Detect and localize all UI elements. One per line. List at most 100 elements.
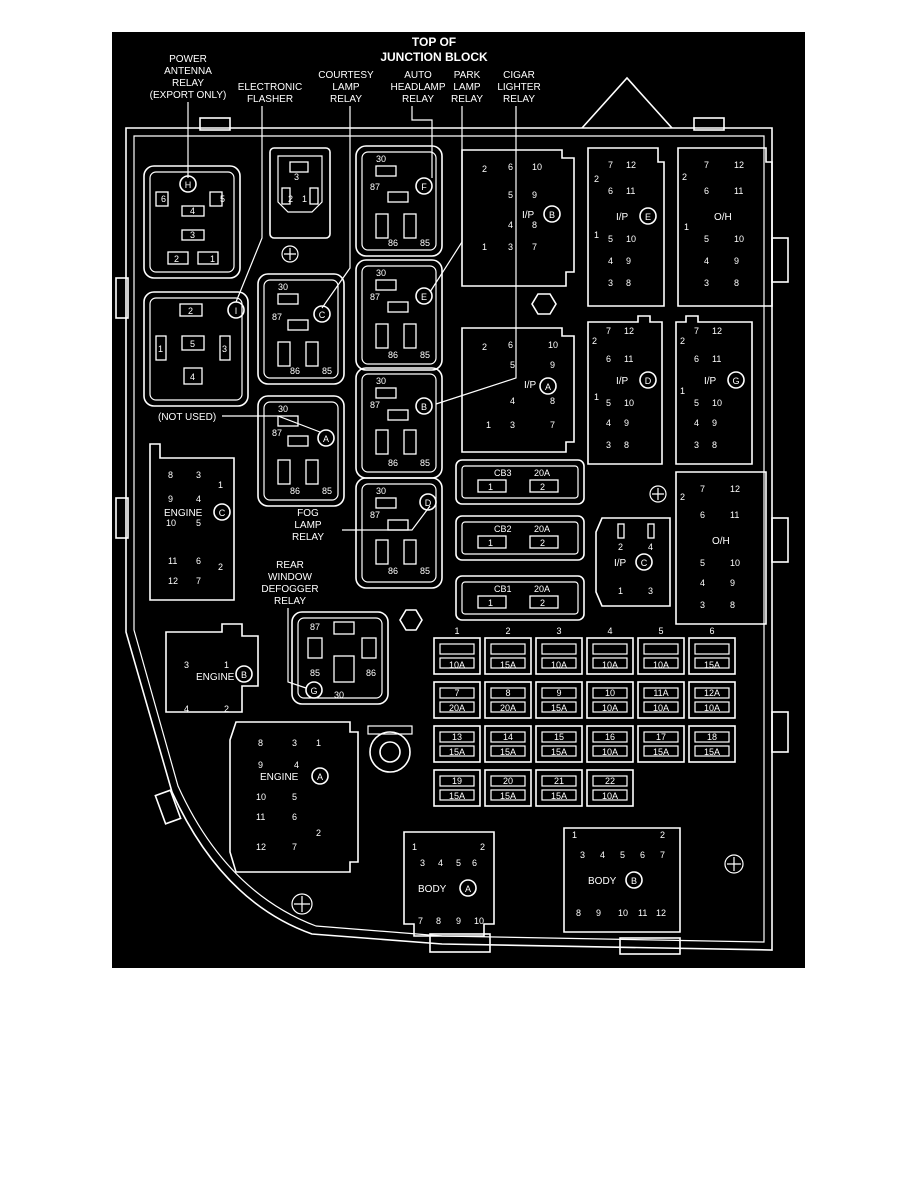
circuit-breaker-cb3: CB3 20A 1 2 bbox=[455, 459, 585, 505]
connector-ip-g: 7 12 2 6 11 1 5 10 4 9 3 8 I/P G bbox=[675, 315, 753, 465]
body-a-pin-9: 9 bbox=[456, 916, 461, 926]
fuse-label-box bbox=[592, 643, 628, 655]
callout-fog-1: FOG bbox=[297, 508, 319, 519]
ip-c-pin-2: 2 bbox=[618, 542, 623, 552]
fuse-label-box bbox=[643, 643, 679, 655]
relay-g-pin-86: 86 bbox=[366, 668, 376, 678]
flasher-pin-1: 1 bbox=[302, 194, 307, 204]
relay-e: 30 87 E 86 85 bbox=[355, 259, 443, 371]
fuse-label-box bbox=[541, 775, 577, 787]
fuse-number: 13 bbox=[452, 732, 462, 742]
ip-g-pin-3: 3 bbox=[694, 440, 699, 450]
relay-h-pin-5: 5 bbox=[220, 194, 225, 204]
body-b-pin-12: 12 bbox=[656, 908, 666, 918]
ip-e-pin-10: 10 bbox=[626, 234, 636, 244]
fuse-blade-box bbox=[694, 701, 730, 713]
engine-a-pin-8: 8 bbox=[258, 738, 263, 748]
relay-i-pin-3: 3 bbox=[222, 344, 227, 354]
callout-power-antenna-3: RELAY bbox=[172, 78, 204, 89]
fuse-label-box bbox=[643, 731, 679, 743]
fuse-blade-box bbox=[439, 789, 475, 801]
ip-g-name: I/P bbox=[704, 376, 717, 387]
ip-e-name: I/P bbox=[616, 212, 629, 223]
fuse-number: 22 bbox=[605, 776, 615, 786]
connector-body-b: 1 2 3 4 5 6 7 BODY B 8 9 10 11 12 bbox=[563, 827, 681, 933]
connector-ip-c: 2 4 I/P C 1 3 bbox=[595, 517, 671, 607]
fuse-blade-box bbox=[439, 745, 475, 757]
callout-fog-3: RELAY bbox=[292, 532, 324, 543]
engine-c-pin-2: 2 bbox=[218, 562, 223, 572]
relay-i-pin-1: 1 bbox=[158, 344, 163, 354]
ip-b-pin-9: 9 bbox=[532, 190, 537, 200]
ip-d-pin-9: 9 bbox=[624, 418, 629, 428]
oh-mid-pin-6: 6 bbox=[700, 510, 705, 520]
fuse-body bbox=[484, 725, 532, 763]
fuse-label-box bbox=[490, 687, 526, 699]
fuse-blade-box bbox=[592, 745, 628, 757]
fuse-label-box bbox=[694, 687, 730, 699]
cb1-rating: 20A bbox=[534, 584, 550, 594]
body-a-pin-5: 5 bbox=[456, 858, 461, 868]
ip-d-pin-5: 5 bbox=[606, 398, 611, 408]
callout-headlamp-2: HEADLAMP bbox=[390, 82, 445, 93]
fuse-number: 9 bbox=[556, 688, 561, 698]
fuse-label-box bbox=[490, 731, 526, 743]
ip-g-pin-5: 5 bbox=[694, 398, 699, 408]
ip-b-pin-5: 5 bbox=[508, 190, 513, 200]
title-line-2: JUNCTION BLOCK bbox=[380, 50, 488, 64]
fuse-body bbox=[484, 681, 532, 719]
fuse-body bbox=[586, 725, 634, 763]
fuse-blade-box bbox=[439, 701, 475, 713]
fuse-label-box bbox=[439, 643, 475, 655]
stud bbox=[291, 725, 744, 915]
ip-b-pin-8: 8 bbox=[532, 220, 537, 230]
connector-oh-mid: 2 7 12 6 11 O/H 5 10 4 9 3 8 bbox=[649, 471, 767, 625]
callout-headlamp-1: AUTO bbox=[404, 70, 432, 81]
fuse-grid: 110A215A310A410A510A615A720A820A915A1010… bbox=[433, 626, 736, 807]
engine-c-pin-9: 9 bbox=[168, 494, 173, 504]
fuse-body bbox=[433, 725, 481, 763]
ip-b-name: I/P bbox=[522, 210, 535, 221]
ip-c-name: I/P bbox=[614, 558, 627, 569]
ip-e-pin-12: 12 bbox=[626, 160, 636, 170]
fuse-number: 15 bbox=[554, 732, 564, 742]
electronic-flasher: 3 2 1 bbox=[269, 147, 331, 263]
oh-mid-pin-7: 7 bbox=[700, 484, 705, 494]
connector-ip-d: 7 12 2 6 11 1 5 10 4 9 3 8 I/P D bbox=[587, 315, 663, 465]
oh-top-pin-7: 7 bbox=[704, 160, 709, 170]
fuse-blade-box bbox=[490, 789, 526, 801]
ip-g-letter: G bbox=[732, 376, 739, 386]
fuse-amperage: 15A bbox=[500, 660, 516, 670]
relay-c: 30 87 C 86 85 bbox=[257, 273, 345, 385]
fuse-body bbox=[586, 769, 634, 807]
relay-c-pin-85: 85 bbox=[322, 366, 332, 376]
callout-defogger-4: RELAY bbox=[274, 596, 306, 607]
body-a-pin-3: 3 bbox=[420, 858, 425, 868]
fuse-amperage: 10A bbox=[704, 703, 720, 713]
relay-i-pin-2: 2 bbox=[188, 306, 193, 316]
oh-mid-name: O/H bbox=[712, 536, 730, 547]
ip-d-letter: D bbox=[645, 376, 652, 386]
ip-g-pin-6: 6 bbox=[694, 354, 699, 364]
ip-d-name: I/P bbox=[616, 376, 629, 387]
ip-d-pin-3: 3 bbox=[606, 440, 611, 450]
engine-a-pin-11: 11 bbox=[256, 812, 265, 822]
relay-d-pin-87: 87 bbox=[370, 510, 380, 520]
body-b-pin-11: 11 bbox=[638, 908, 647, 918]
oh-mid-pin-5: 5 bbox=[700, 558, 705, 568]
connector-ip-b: 2 6 10 5 9 4 8 1 3 7 I/P B bbox=[461, 149, 575, 287]
hex-nut bbox=[399, 293, 557, 631]
oh-mid-pin-11: 11 bbox=[730, 510, 739, 520]
fuse-amperage: 10A bbox=[551, 660, 567, 670]
cb3-rating: 20A bbox=[534, 468, 550, 478]
oh-mid-pin-2: 2 bbox=[680, 492, 685, 502]
relay-d-pin-30: 30 bbox=[376, 486, 386, 496]
body-a-pin-8: 8 bbox=[436, 916, 441, 926]
engine-c-pin-8: 8 bbox=[168, 470, 173, 480]
body-a-pin-10: 10 bbox=[474, 916, 484, 926]
